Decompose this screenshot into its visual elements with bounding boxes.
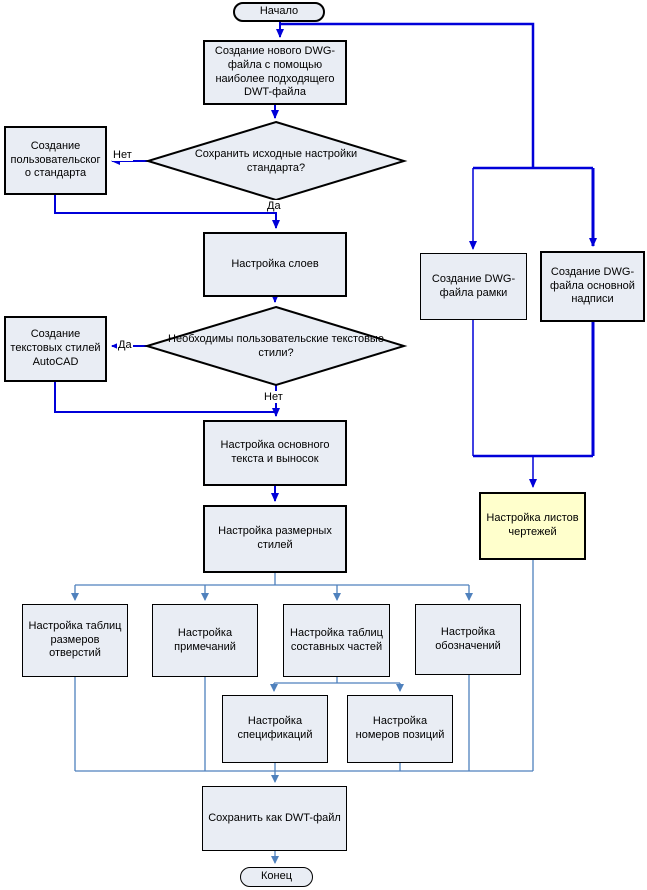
process-save-dwt: Сохранить как DWT-файл xyxy=(202,786,347,851)
decision-keep-standard-text: Сохранить исходные настройки стандарта? xyxy=(194,148,358,174)
secondary-flow-lines xyxy=(71,560,534,864)
edge-label-yes-need-text-styles: Да xyxy=(117,339,133,352)
process-create-frame-dwg: Создание DWG-файла рамки xyxy=(420,253,527,320)
process-setup-layers: Настройка слоев xyxy=(203,232,347,297)
process-create-text-styles: Создание текстовых стилей AutoCAD xyxy=(4,316,107,382)
process-setup-notes: Настройка примечаний xyxy=(152,604,258,677)
process-setup-parts-tables: Настройка таблиц составных частей xyxy=(283,604,390,677)
process-setup-sheets-highlighted: Настройка листов чертежей xyxy=(479,492,586,560)
decision-shape-need-text-styles xyxy=(143,305,408,387)
edge-label-no-keep-standard: Нет xyxy=(112,149,133,162)
process-setup-specs: Настройка спецификаций xyxy=(222,695,328,763)
start-terminator: Начало xyxy=(233,2,325,22)
process-setup-main-text: Настройка основного текста и выносок xyxy=(203,420,347,486)
process-setup-dim-styles: Настройка размерных стилей xyxy=(203,505,347,573)
process-create-user-standard: Создание пользовательского стандарта xyxy=(4,126,107,195)
edge-label-no-need-text-styles: Нет xyxy=(263,391,284,404)
process-setup-symbols: Настройка обозначений xyxy=(415,604,521,675)
end-terminator: Конец xyxy=(240,867,313,887)
process-create-dwg: Создание нового DWG-файла с помощью наиб… xyxy=(203,40,347,105)
process-setup-hole-tables: Настройка таблиц размеров отверстий xyxy=(22,604,128,677)
process-create-titleblock-dwg: Создание DWG-файла основной надписи xyxy=(540,251,645,322)
decision-need-text-styles-text: Необходимы пользовательские текстовые ст… xyxy=(168,333,384,359)
main-flow-lines xyxy=(54,22,597,502)
process-setup-item-numbers: Настройка номеров позиций xyxy=(347,695,453,763)
edge-label-yes-keep-standard: Да xyxy=(266,200,282,213)
